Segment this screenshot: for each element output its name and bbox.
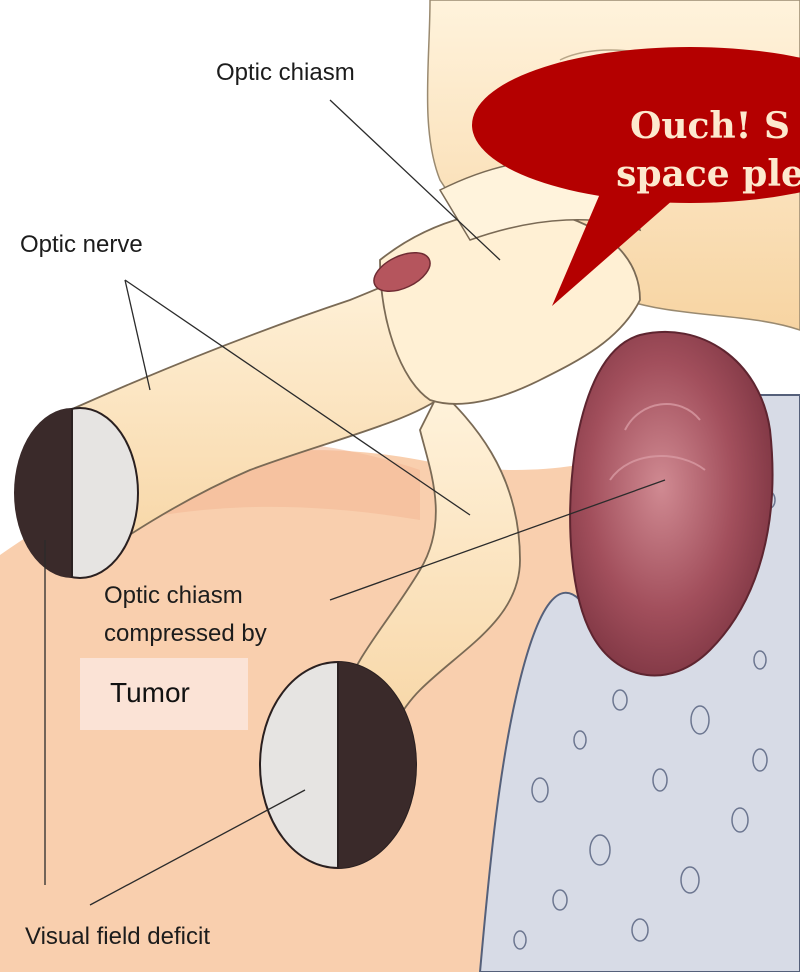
visual-field-deficit-label: Visual field deficit: [25, 924, 210, 950]
speech-bubble-text: Ouch! S space ple: [560, 102, 800, 198]
optic-nerve-label: Optic nerve: [20, 232, 143, 258]
visual-field-disk-right: [260, 662, 416, 868]
speech-line-1: Ouch! S: [560, 102, 800, 150]
tumor-label: Tumor: [110, 678, 190, 709]
visual-field-disk-left: [14, 408, 138, 578]
compressed-label-line1: Optic chiasm: [104, 583, 243, 609]
speech-line-2: space ple: [560, 150, 800, 198]
optic-chiasm-label: Optic chiasm: [216, 60, 355, 86]
compressed-label-line2: compressed by: [104, 621, 267, 647]
